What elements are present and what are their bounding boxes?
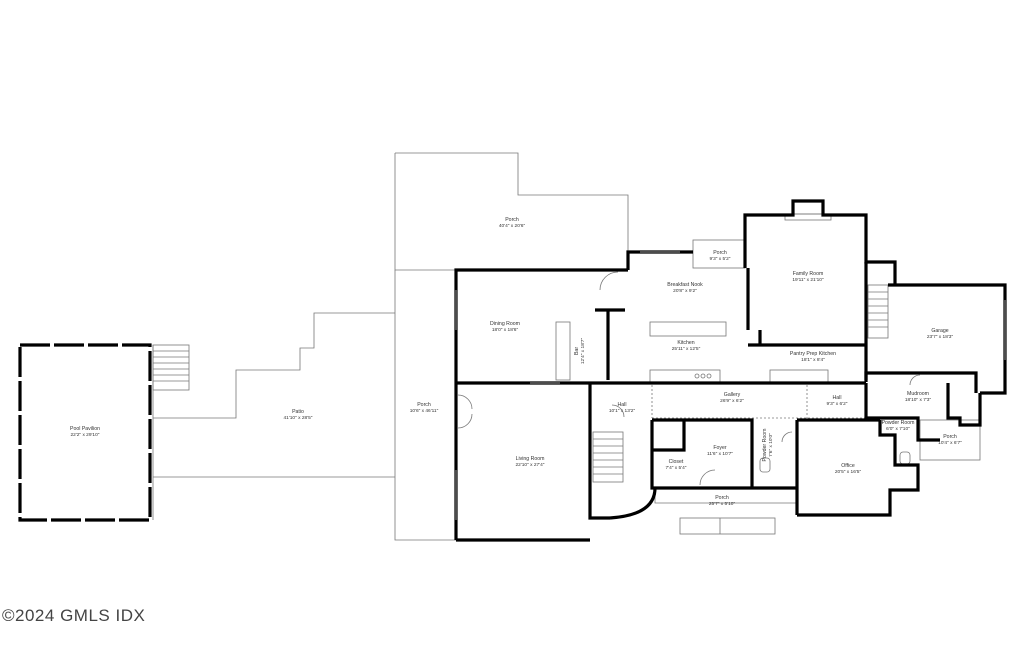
room-dims-east-hall: 9'3" x 6'2" bbox=[827, 401, 848, 407]
toilet bbox=[759, 457, 771, 473]
front-steps bbox=[679, 517, 776, 535]
house-walls bbox=[454, 199, 1007, 542]
pantry-counter bbox=[769, 369, 829, 383]
pool-pavilion-walls bbox=[18, 343, 152, 522]
room-name-garage: Garage bbox=[931, 328, 948, 334]
room-dims-garage: 23'7" x 18'3" bbox=[927, 334, 954, 340]
room-name-powder-room-east: Powder Room bbox=[882, 420, 915, 426]
room-name-gallery: Gallery bbox=[724, 392, 741, 398]
kitchen-counter bbox=[649, 369, 721, 383]
room-dims-powder-room-center: 7'6" x 10'0" bbox=[768, 433, 774, 457]
room-dims-bar: 12'4" x 18'7" bbox=[580, 338, 586, 365]
room-dims-living-room: 22'10" x 27'4" bbox=[516, 462, 545, 468]
room-dims-breakfast-nook: 20'8" x 9'2" bbox=[673, 288, 697, 294]
room-name-north-porch: Porch bbox=[505, 217, 519, 223]
room-name-east-porch: Porch bbox=[943, 434, 957, 440]
room-name-living-room: Living Room bbox=[516, 456, 545, 462]
room-name-dining-room: Dining Room bbox=[490, 321, 520, 327]
room-labels: Pool Pavilion 22'2" x 29'10" Patio 41'10… bbox=[70, 217, 962, 507]
room-name-pantry: Pantry Prep Kitchen bbox=[790, 351, 836, 357]
room-dims-closet: 7'4" x 5'4" bbox=[666, 465, 687, 471]
room-name-east-hall: Hall bbox=[833, 395, 842, 401]
bar-counter bbox=[555, 321, 571, 381]
room-dims-mudroom: 18'10" x 7'3" bbox=[905, 397, 932, 403]
room-dims-dining-room: 18'0" x 18'6" bbox=[492, 327, 519, 333]
window-marks bbox=[455, 251, 1006, 520]
room-dims-family-room: 19'11" x 21'10" bbox=[792, 277, 824, 283]
room-dims-pool-pavilion: 22'2" x 29'10" bbox=[71, 432, 100, 438]
room-name-west-porch: Porch bbox=[417, 402, 431, 408]
toilet-east bbox=[899, 451, 911, 465]
room-dims-kitchen: 25'11" x 12'5" bbox=[672, 346, 701, 352]
west-porch-outline bbox=[394, 270, 456, 541]
powder-room-center-label-group: Powder Room 7'6" x 10'0" bbox=[762, 429, 774, 462]
north-porch-outline bbox=[394, 153, 458, 271]
room-dims-small-porch: 9'3" x 5'2" bbox=[710, 256, 731, 262]
hall-stairs bbox=[592, 431, 624, 483]
room-name-pool-pavilion: Pool Pavilion bbox=[70, 426, 100, 432]
room-name-small-porch: Porch bbox=[713, 250, 727, 256]
garage-stairs bbox=[867, 284, 889, 339]
room-name-west-hall: Hall bbox=[618, 402, 627, 408]
room-name-bar: Bar bbox=[574, 347, 580, 355]
room-dims-patio: 41'10" x 28'5" bbox=[284, 415, 313, 421]
room-dims-west-hall: 10'1" x 13'2" bbox=[609, 408, 636, 414]
room-name-family-room: Family Room bbox=[793, 271, 824, 277]
copyright-watermark: ©2024 GMLS IDX bbox=[2, 606, 146, 625]
patio-outline-top bbox=[153, 312, 395, 419]
room-name-kitchen: Kitchen bbox=[677, 340, 694, 346]
kitchen-island bbox=[649, 321, 727, 337]
room-dims-office: 20'5" x 16'5" bbox=[835, 469, 862, 475]
room-name-foyer: Foyer bbox=[713, 445, 727, 451]
north-porch-outline-top bbox=[395, 152, 629, 270]
room-name-front-porch: Porch bbox=[715, 495, 729, 501]
room-name-patio: Patio bbox=[292, 409, 304, 415]
room-dims-east-porch: 10'4" x 6'7" bbox=[938, 440, 962, 446]
room-name-mudroom: Mudroom bbox=[907, 391, 929, 397]
bar-label-group: Bar 12'4" x 18'7" bbox=[574, 338, 586, 365]
room-name-closet: Closet bbox=[669, 459, 684, 465]
room-dims-powder-room-east: 6'0" x 7'10" bbox=[886, 426, 910, 432]
room-dims-foyer: 11'6" x 10'7" bbox=[707, 451, 733, 457]
room-dims-west-porch: 10'6" x 46'11" bbox=[410, 408, 439, 414]
room-dims-gallery: 26'9" x 6'2" bbox=[720, 398, 744, 404]
room-name-breakfast-nook: Breakfast Nook bbox=[667, 282, 703, 288]
pavilion-steps bbox=[152, 344, 190, 391]
room-name-powder-room-center: Powder Room bbox=[762, 429, 768, 462]
room-dims-north-porch: 40'4" x 20'6" bbox=[499, 223, 526, 229]
room-dims-front-porch: 25'7" x 5'10" bbox=[709, 501, 736, 507]
fireplace bbox=[792, 200, 824, 215]
room-dims-pantry: 18'1" x 8'4" bbox=[801, 357, 825, 363]
room-name-office: Office bbox=[841, 463, 855, 469]
